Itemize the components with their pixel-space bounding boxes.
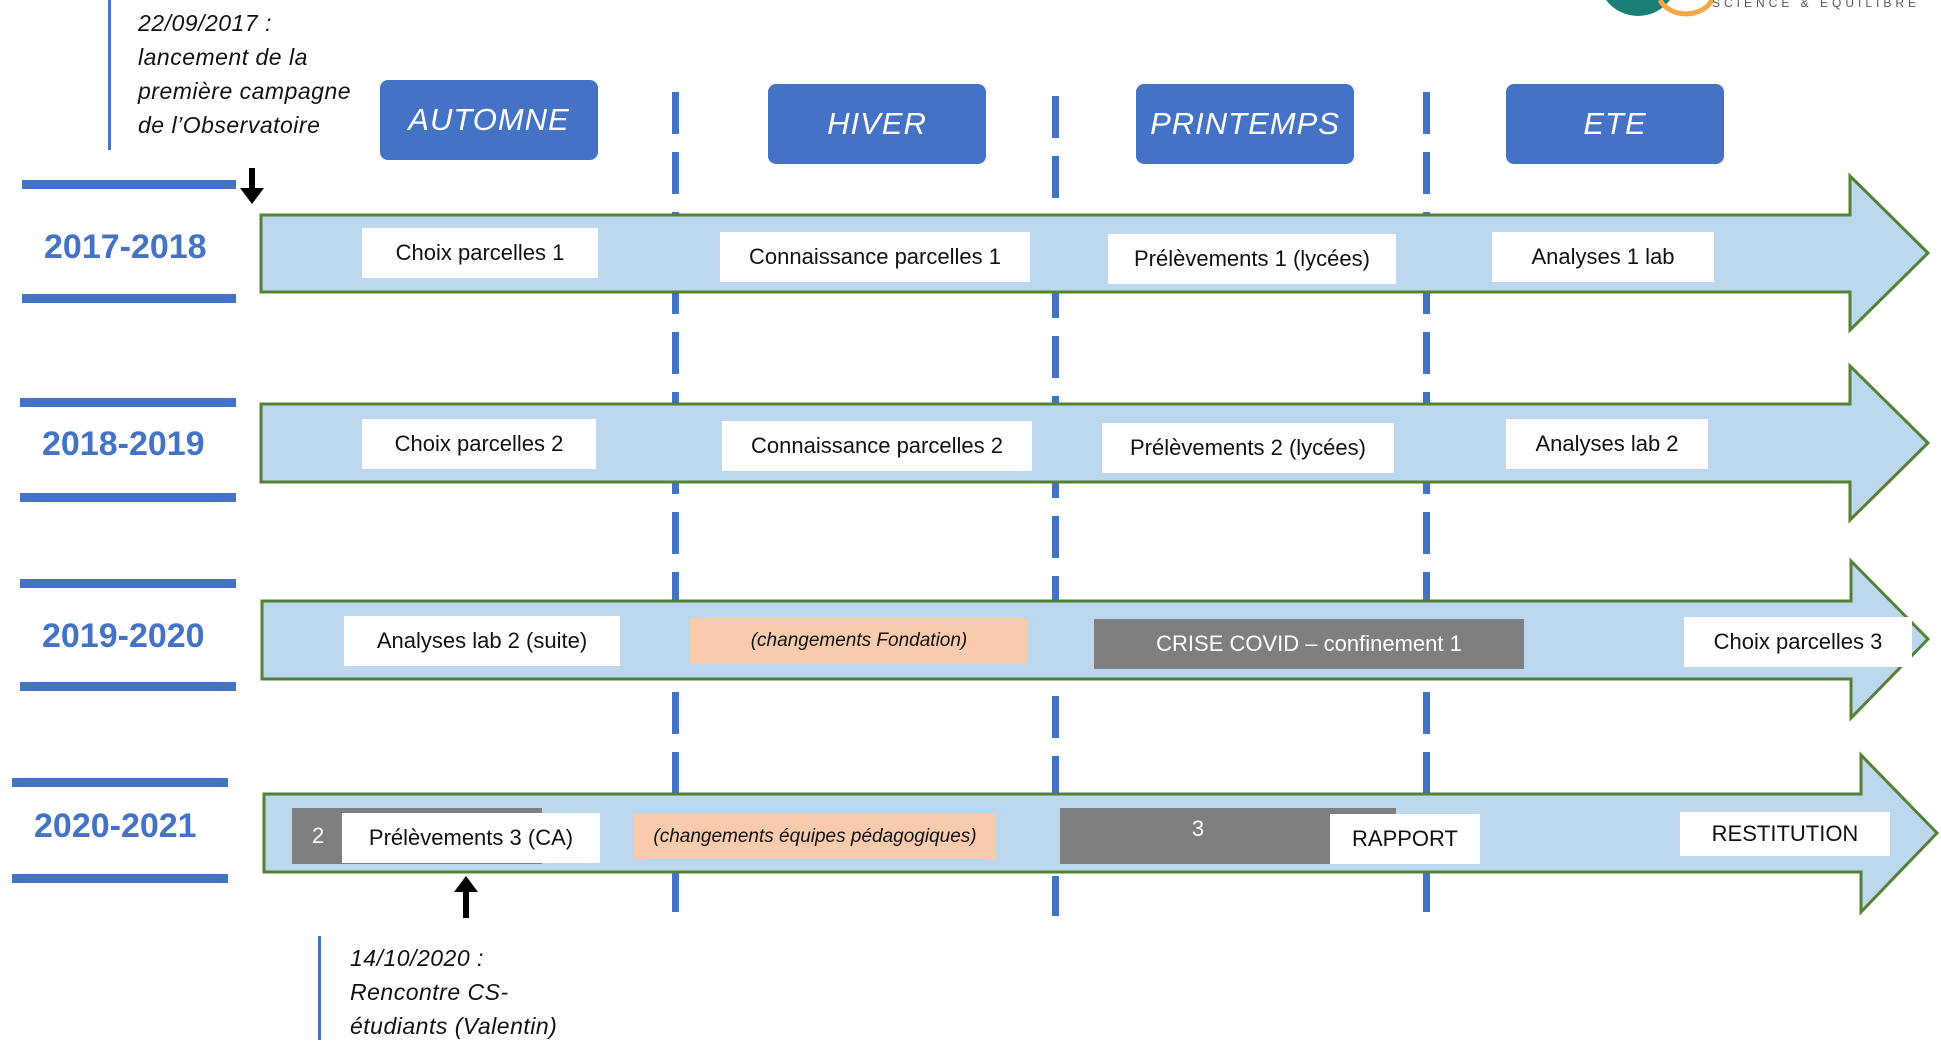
task-box: Choix parcelles 2 [362, 419, 596, 469]
year-line [12, 778, 228, 787]
logo-tagline: SCIENCE & EQUILIBRE [1712, 0, 1921, 10]
season-spring: PRINTEMPS [1136, 84, 1354, 164]
note-bottom-line: étudiants (Valentin) [350, 1013, 558, 1039]
task-box: Prélèvements 3 (CA) [342, 813, 600, 863]
note-top-line: première campagne [138, 78, 352, 104]
year-label: 2020-2021 [34, 807, 197, 845]
note-top: 22/09/2017 : lancement de la première ca… [138, 6, 351, 142]
milestone-number: 3 [1191, 816, 1205, 841]
note-top-line: lancement de la [138, 44, 308, 70]
note-top-line: 22/09/2017 : [138, 10, 272, 36]
task-box: Choix parcelles 3 [1684, 617, 1912, 667]
task-box: Analyses lab 2 [1506, 419, 1708, 469]
season-summer: ETE [1506, 84, 1724, 164]
season-separator [672, 92, 679, 912]
year-line [20, 579, 236, 588]
task-box: RAPPORT [1330, 814, 1480, 864]
season-separator [1052, 96, 1059, 916]
season-separator [1423, 92, 1430, 912]
task-box: Prélèvements 2 (lycées) [1102, 423, 1394, 473]
task-box: RESTITUTION [1680, 812, 1890, 856]
task-box: Connaissance parcelles 1 [720, 232, 1030, 282]
task-box: Choix parcelles 1 [362, 228, 598, 278]
note-bottom-line: Rencontre CS- [350, 979, 509, 1005]
season-autumn: AUTOMNE [380, 80, 598, 160]
note-bottom-bar [318, 936, 321, 1040]
year-arrow [259, 362, 1931, 524]
year-line [20, 493, 236, 502]
year-label: 2019-2020 [42, 617, 205, 655]
note-top-bar [108, 0, 111, 150]
arrow-down-icon [240, 168, 264, 204]
task-box: Prélèvements 1 (lycées) [1108, 234, 1396, 284]
task-box: Analyses 1 lab [1492, 232, 1714, 282]
arrow-up-icon [454, 876, 478, 918]
note-top-line: de l’Observatoire [138, 112, 321, 138]
year-line [22, 180, 236, 189]
year-line [20, 398, 236, 407]
season-winter: HIVER [768, 84, 986, 164]
task-box: Connaissance parcelles 2 [722, 421, 1032, 471]
event-box: (changements équipes pédagogiques) [634, 814, 996, 860]
year-label: 2017-2018 [44, 228, 207, 266]
event-box: (changements Fondation) [690, 618, 1028, 664]
year-line [22, 294, 236, 303]
note-bottom-line: 14/10/2020 : [350, 945, 484, 971]
year-arrow [259, 172, 1931, 334]
year-line [20, 682, 236, 691]
logo [1606, 0, 1715, 17]
task-box: Analyses lab 2 (suite) [344, 616, 620, 666]
milestone-number: 2 [312, 823, 325, 848]
year-line [12, 874, 228, 883]
covid-box: CRISE COVID – confinement 1 [1094, 619, 1524, 669]
year-label: 2018-2019 [42, 425, 205, 463]
note-bottom: 14/10/2020 : Rencontre CS- étudiants (Va… [350, 941, 557, 1043]
